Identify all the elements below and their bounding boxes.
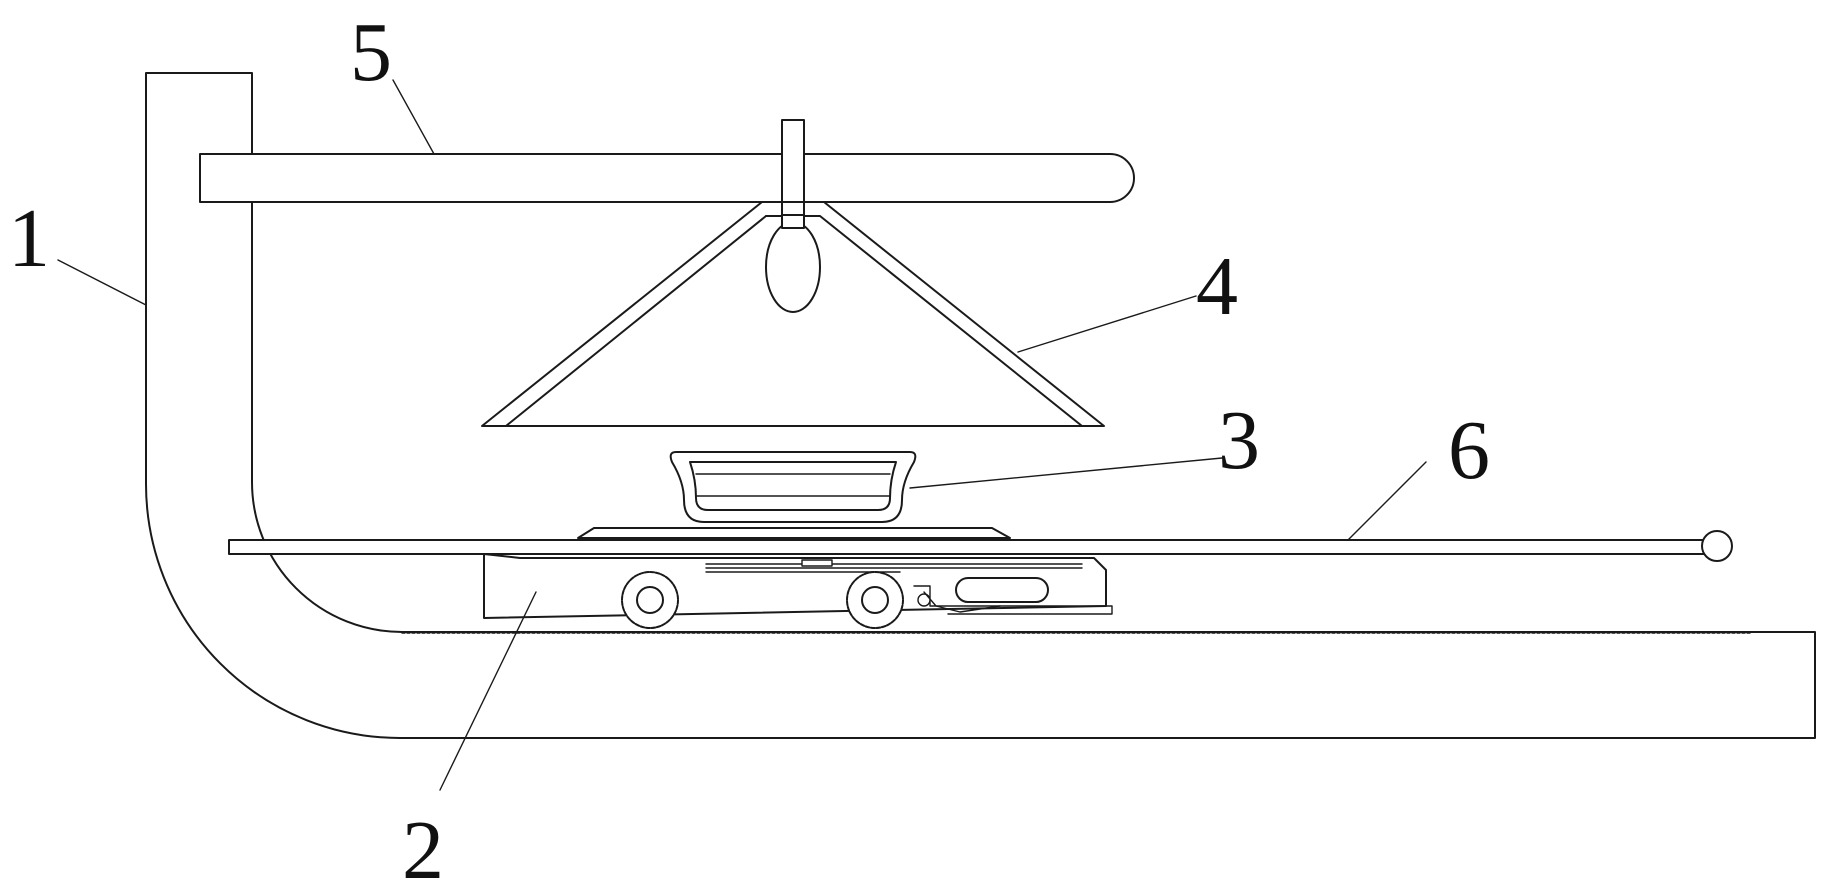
leader-line-2 (439, 591, 537, 791)
lamp-bulb (765, 214, 821, 313)
cart-body (483, 553, 1113, 619)
frame-body (145, 72, 1816, 739)
platform-plate (577, 527, 1011, 539)
hanger-post (781, 119, 805, 230)
leader-line-3 (909, 457, 1223, 489)
part-label-6: 6 (1448, 404, 1490, 497)
leader-lines (57, 79, 1427, 791)
guide-rail (228, 530, 1733, 562)
tray-basket (669, 451, 917, 523)
part-label-1: 1 (8, 192, 50, 285)
part-label-4: 4 (1196, 240, 1238, 333)
leader-line-5 (392, 79, 435, 155)
part-label-3: 3 (1218, 394, 1260, 487)
overhead-arm (199, 153, 1135, 203)
leader-line-4 (1017, 295, 1197, 353)
leader-line-1 (57, 259, 147, 306)
cart-wheel-right (846, 571, 904, 629)
leader-line-6 (1347, 461, 1427, 541)
part-labels: 1 2 3 4 5 6 (8, 6, 1490, 894)
part-label-2: 2 (402, 804, 444, 894)
part-label-5: 5 (350, 6, 392, 99)
cart-wheel-left (621, 571, 679, 629)
